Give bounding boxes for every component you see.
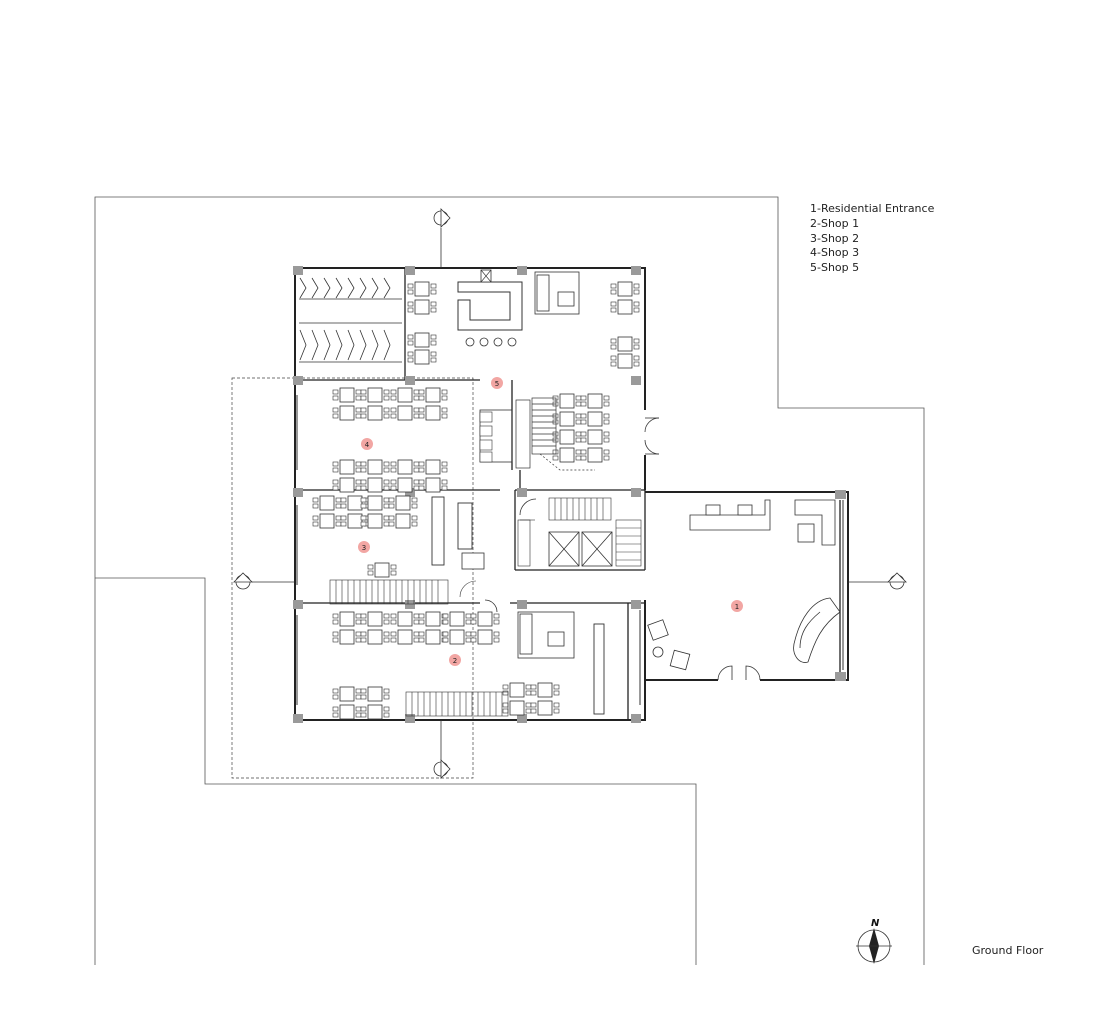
shop-5-furniture [407,269,640,463]
marker-5: 5 [495,380,499,388]
shop-3-furniture [313,496,485,598]
stair-icon [405,691,509,717]
space-markers [358,377,743,666]
section-marker-icon [233,208,907,779]
stair-icon [515,397,595,471]
marker-1: 1 [735,603,739,611]
north-label: N [871,918,880,929]
shop-4-furniture [333,388,447,492]
north-arrow-icon [856,928,892,964]
space-marker-labels: 1 2 3 4 5 [362,380,739,665]
elevator-icon [548,531,613,567]
legend-item: 5-Shop 5 [810,261,860,275]
stair-icon [517,497,642,567]
marker-4: 4 [365,441,370,449]
shop-1-furniture [333,611,605,719]
upper-floor-outline [231,377,474,779]
legend-item: 3-Shop 2 [810,231,860,245]
lobby-furniture [647,499,841,671]
marker-3: 3 [362,544,366,552]
legend-item: 4-Shop 3 [810,246,860,260]
drawing-title: Ground Floor [972,944,1044,957]
legend: 1-Residential Entrance 2-Shop 1 3-Shop 2… [810,202,934,276]
columns [293,266,846,723]
exterior-walls [294,267,849,721]
door-swing-icon [484,417,761,681]
storefront-glazing [296,395,844,705]
ramp-chevrons [299,277,402,363]
marker-2: 2 [453,657,457,665]
legend-item: 1-Residential Entrance [810,202,935,215]
site-boundary [94,196,925,965]
interior-walls [295,268,841,720]
stair-icon [329,579,449,605]
legend-item: 2-Shop 1 [810,216,860,230]
